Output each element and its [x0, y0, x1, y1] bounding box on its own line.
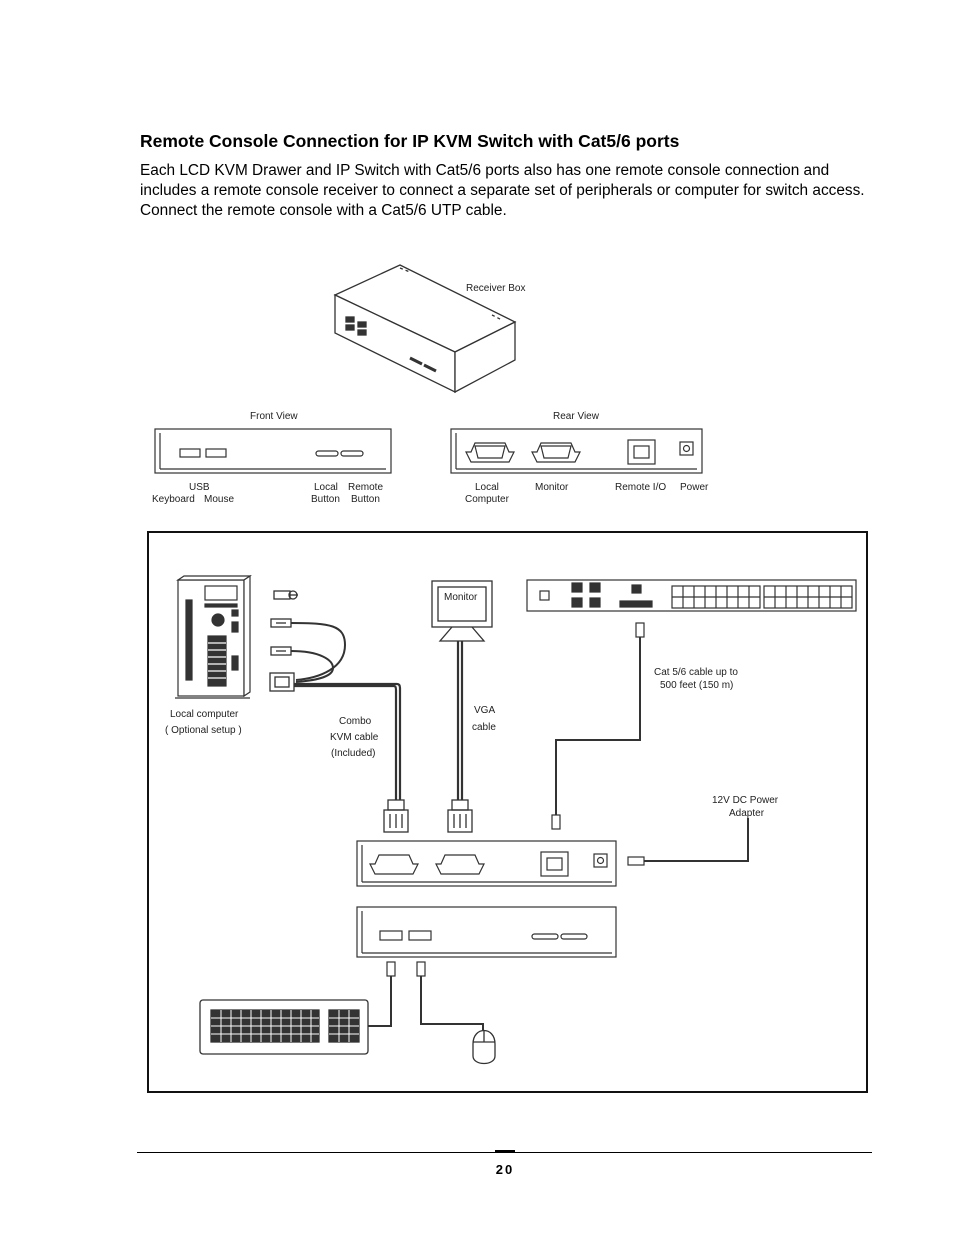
footer-tick — [495, 1150, 515, 1153]
monitor-screen-label: Monitor — [444, 592, 478, 603]
usb-peripheral-cables — [368, 961, 484, 1030]
page-number: 20 — [495, 1162, 515, 1177]
local-computer-label-1: Local — [475, 482, 499, 493]
usb-keyboard-port — [179, 448, 201, 458]
receiver-box-label: Receiver Box — [466, 283, 525, 294]
local-button — [315, 450, 339, 457]
receiver-box-illustration — [333, 264, 517, 394]
keyboard-label: Keyboard — [152, 494, 195, 505]
local-computer-vga-port — [465, 442, 515, 463]
power-adapter-label-2: Adapter — [729, 808, 765, 819]
monitor-port-label: Monitor — [535, 482, 569, 493]
monitor-illustration — [431, 580, 493, 833]
vga-cable-label-1: VGA — [474, 705, 495, 716]
optional-setup-label: ( Optional setup ) — [165, 725, 242, 736]
front-view-panel — [154, 428, 392, 474]
vga-cable-label-2: cable — [472, 722, 496, 733]
rear-view-label: Rear View — [553, 411, 600, 422]
front-view-label: Front View — [250, 411, 298, 422]
remote-io-label: Remote I/O — [615, 482, 666, 493]
combo-cable-label-2: KVM cable — [330, 732, 379, 743]
power-adapter-cable — [627, 818, 749, 866]
local-computer-label-2: Computer — [465, 494, 510, 505]
local-button-label-2: Button — [311, 494, 340, 505]
section-body: Each LCD KVM Drawer and IP Switch with C… — [140, 162, 865, 219]
local-button-label-1: Local — [314, 482, 338, 493]
keyboard-icon — [199, 999, 369, 1055]
mouse-label: Mouse — [204, 494, 234, 505]
local-computer-tower — [175, 574, 252, 699]
power-adapter-label-1: 12V DC Power — [712, 795, 779, 806]
power-port-label: Power — [680, 482, 709, 493]
mouse-icon — [472, 1029, 496, 1065]
ip-kvm-switch — [526, 579, 857, 612]
remote-io-port — [627, 439, 656, 465]
remote-button-label-1: Remote — [348, 482, 383, 493]
cat-cable-label-1: Cat 5/6 cable up to — [654, 667, 738, 678]
cat-cable-label-2: 500 feet (150 m) — [660, 680, 733, 691]
rear-view-panel — [450, 428, 703, 474]
section-heading: Remote Console Connection for IP KVM Swi… — [140, 131, 680, 151]
cat-cable — [551, 622, 645, 830]
usb-label: USB — [189, 482, 210, 493]
receiver-rear-panel — [356, 840, 617, 887]
receiver-front-panel — [356, 906, 617, 958]
power-port — [679, 441, 694, 456]
combo-cable-label-1: Combo — [339, 716, 372, 727]
remote-button-label-2: Button — [351, 494, 380, 505]
monitor-vga-port — [531, 442, 581, 463]
connection-diagram-frame — [147, 531, 868, 1093]
combo-kvm-cable — [269, 590, 409, 833]
local-computer-label: Local computer — [170, 709, 239, 720]
remote-button — [340, 450, 364, 457]
usb-mouse-port — [205, 448, 227, 458]
combo-cable-label-3: (Included) — [331, 748, 375, 759]
